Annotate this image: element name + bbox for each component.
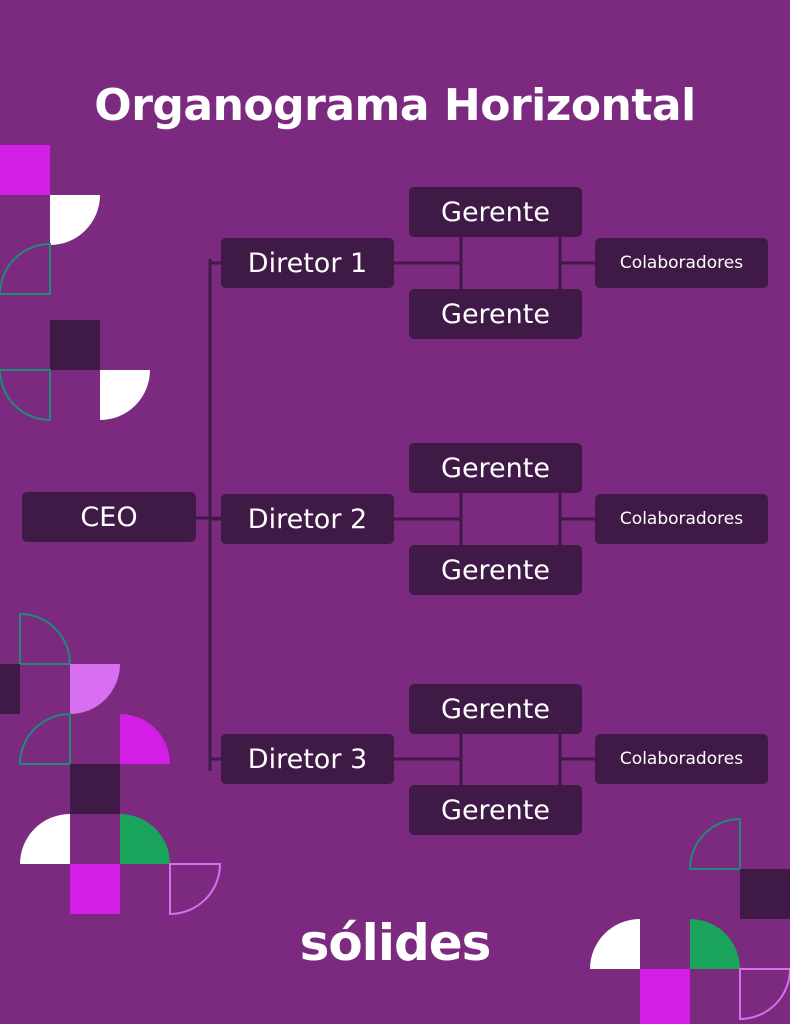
manager-2-top-box: Gerente [409,443,582,493]
deco-quarter-circle [100,370,150,420]
manager-1-top-box: Gerente [409,187,582,237]
staff-3-box: Colaboradores [595,734,768,784]
manager-1-bottom-box: Gerente [409,289,582,339]
solides-logo: sólides [299,914,492,972]
deco-quarter-circle [18,712,71,765]
deco-square [70,764,120,814]
staff-1-box: Colaboradores [595,238,768,288]
manager-2-bottom-box: Gerente [409,545,582,595]
deco-quarter-circle [20,814,70,864]
deco-square [740,869,790,919]
deco-quarter-circle [120,714,170,764]
staff-2-box: Colaboradores [595,494,768,544]
deco-quarter-circle [70,664,120,714]
deco-quarter-circle [120,814,170,864]
director-3-box: Diretor 3 [221,734,394,784]
deco-quarter-circle [19,612,72,665]
deco-square [0,664,20,714]
director-1-box: Diretor 1 [221,238,394,288]
page-title: Organograma Horizontal [94,80,696,131]
manager-3-top-box: Gerente [409,684,582,734]
manager-3-bottom-box: Gerente [409,785,582,835]
ceo-box: CEO [22,492,196,542]
deco-quarter-circle [0,369,51,422]
deco-quarter-circle [690,919,740,969]
director-2-box: Diretor 2 [221,494,394,544]
deco-square [640,969,690,1024]
deco-quarter-circle [590,919,640,969]
deco-quarter-circle [169,863,222,916]
deco-quarter-circle [688,817,741,870]
deco-square [70,864,120,914]
deco-square [50,320,100,370]
deco-quarter-circle [0,242,51,295]
deco-quarter-circle [50,195,100,245]
deco-square [0,145,50,195]
